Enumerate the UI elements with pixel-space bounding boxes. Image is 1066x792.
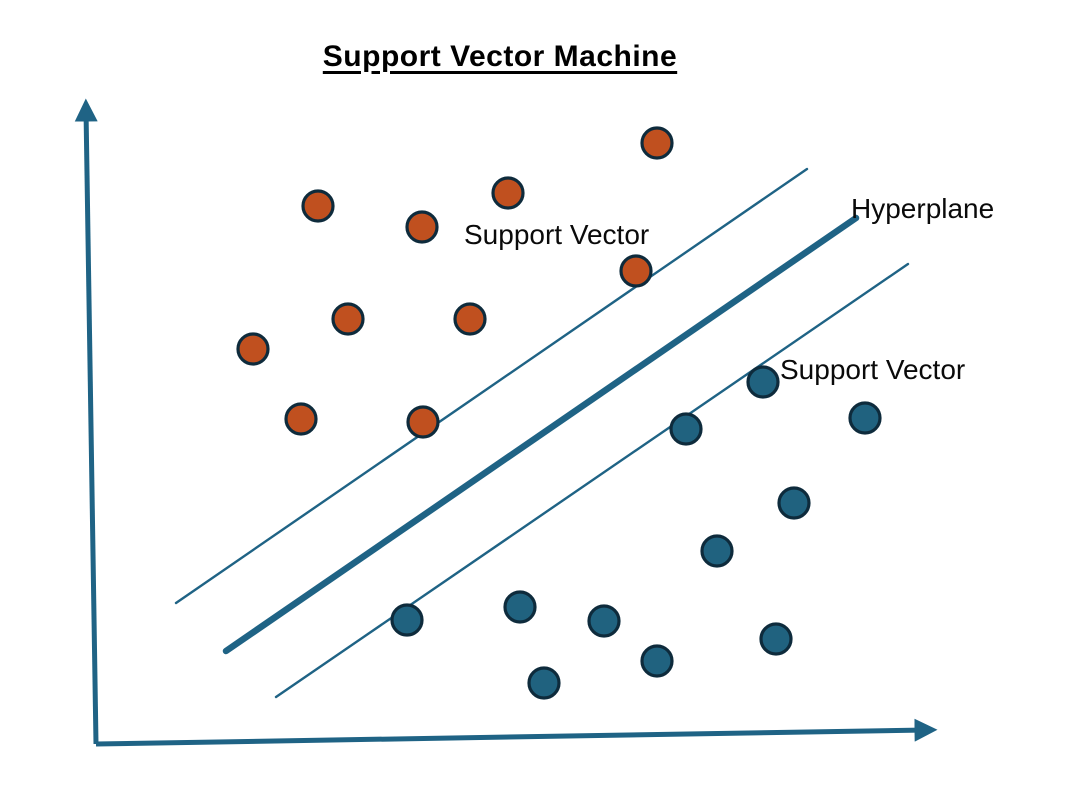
positive-class-orange-point bbox=[640, 126, 674, 160]
positive-class-orange-point bbox=[619, 254, 653, 288]
page-title: Support Vector Machine bbox=[322, 40, 678, 73]
positive-class-orange-point bbox=[406, 405, 440, 439]
negative-class-blue-point bbox=[777, 486, 811, 520]
negative-class-blue-point bbox=[848, 401, 882, 435]
negative-class-blue-point bbox=[587, 604, 621, 638]
negative-class-blue-point bbox=[503, 590, 537, 624]
positive-class-orange-point bbox=[453, 302, 487, 336]
negative-class-blue-point bbox=[669, 412, 703, 446]
support-vector-label-right: Support Vector bbox=[780, 354, 966, 385]
x-axis bbox=[95, 718, 938, 747]
negative-class-blue-point bbox=[390, 603, 424, 637]
negative-class-blue-point bbox=[527, 666, 561, 700]
data-points-layer bbox=[236, 126, 882, 700]
positive-class-orange-point bbox=[301, 189, 335, 223]
positive-class-orange-point bbox=[236, 332, 270, 366]
positive-class-orange-point bbox=[284, 402, 318, 436]
separator-lines-layer bbox=[174, 167, 910, 699]
hyperplane-line bbox=[222, 214, 860, 655]
positive-class-orange-point bbox=[331, 302, 365, 336]
negative-class-blue-point bbox=[700, 534, 734, 568]
margin-lower-line bbox=[274, 262, 910, 699]
margin-upper-line bbox=[174, 167, 809, 605]
positive-class-orange-point bbox=[491, 176, 525, 210]
axes-layer bbox=[74, 98, 938, 747]
negative-class-blue-point bbox=[640, 644, 674, 678]
y-axis bbox=[74, 98, 99, 745]
negative-class-blue-point bbox=[746, 365, 780, 399]
positive-class-orange-point bbox=[405, 210, 439, 244]
hyperplane-label: Hyperplane bbox=[851, 193, 995, 224]
support-vector-label-left: Support Vector bbox=[464, 219, 650, 250]
negative-class-blue-point bbox=[759, 622, 793, 656]
